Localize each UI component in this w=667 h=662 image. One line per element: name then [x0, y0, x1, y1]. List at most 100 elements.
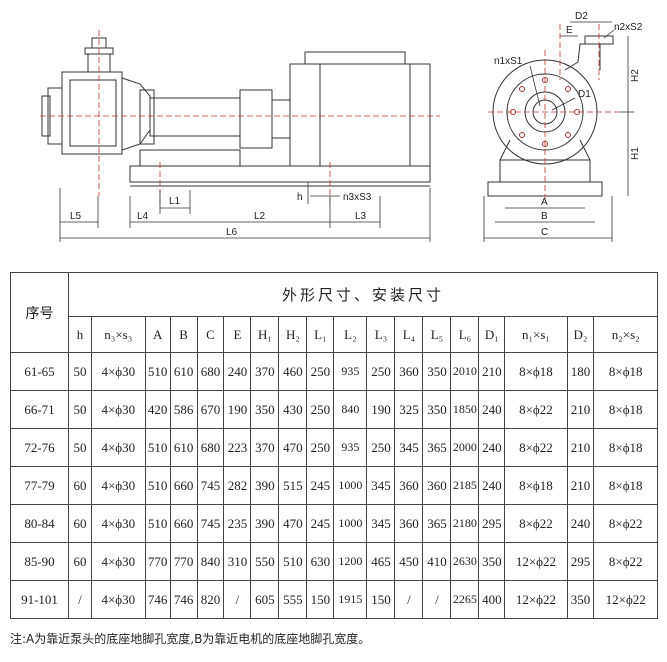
table-cell: / [394, 580, 424, 619]
table-cell: 400 [478, 580, 506, 619]
dim-h: h [297, 192, 303, 203]
table-cell: 610 [169, 428, 198, 467]
table-cell: 470 [278, 504, 308, 543]
table-cell: 350 [566, 580, 595, 619]
table-cell: 746 [144, 580, 171, 619]
dim-L4: L4 [137, 211, 149, 222]
table-cell: 1000 [333, 504, 368, 543]
table-cell: 210 [566, 428, 595, 467]
table-cell: 610 [169, 352, 198, 391]
table-cell: 250 [306, 428, 335, 467]
table-cell: 245 [306, 504, 335, 543]
table-cell: 8×ϕ22 [593, 542, 658, 581]
table-cell: 1915 [333, 580, 368, 619]
table-cell: 935 [333, 352, 368, 391]
table-cell: 510 [278, 542, 308, 581]
col-L6: L₆ [450, 316, 480, 353]
table-cell: 240 [478, 390, 506, 429]
table-cell: 210 [478, 352, 506, 391]
table-cell: 630 [306, 542, 335, 581]
group-header: 外形尺寸、安装尺寸 [68, 272, 658, 317]
table-cell: 605 [250, 580, 280, 619]
table-cell: 282 [223, 466, 252, 505]
side-view [41, 37, 431, 187]
col-H1: H₁ [250, 316, 280, 353]
table-cell: 470 [278, 428, 308, 467]
table-cell: 420 [144, 390, 171, 429]
table-cell: 670 [196, 390, 225, 429]
col-D2: D₂ [566, 316, 595, 353]
table-cell: 8×ϕ22 [504, 390, 568, 429]
table-cell: 365 [422, 504, 452, 543]
table-cell: 50 [68, 352, 92, 391]
table-cell: 250 [306, 352, 335, 391]
table-cell: 390 [250, 504, 280, 543]
table-cell: 4×ϕ30 [90, 428, 146, 467]
col-E: E [223, 316, 252, 353]
table-cell: 360 [394, 352, 424, 391]
table-cell: 510 [144, 428, 171, 467]
model-range-cell: 66-71 [9, 390, 70, 429]
table-cell: 345 [394, 428, 424, 467]
table-cell: 515 [278, 466, 308, 505]
table-cell: 50 [68, 390, 92, 429]
table-cell: 210 [566, 390, 595, 429]
dim-H1: H1 [630, 147, 641, 160]
table-cell: 190 [223, 390, 252, 429]
table-cell: 350 [422, 390, 452, 429]
col-n3s3: n₃×s₃ [90, 316, 146, 353]
table-cell: 2185 [450, 466, 480, 505]
table-cell: 510 [144, 352, 171, 391]
dim-D2: D2 [575, 11, 588, 22]
table-cell: 360 [394, 504, 424, 543]
table-cell: 12×ϕ22 [593, 580, 658, 619]
table-cell: 586 [169, 390, 198, 429]
table-cell: 12×ϕ22 [504, 580, 568, 619]
table-cell: 210 [566, 466, 595, 505]
table-cell: 660 [169, 504, 198, 543]
col-n2s2: n₂×s₂ [593, 316, 658, 353]
front-view-dimensions [483, 21, 634, 242]
table-cell: 365 [422, 428, 452, 467]
table-cell: 350 [478, 542, 506, 581]
table-cell: 223 [223, 428, 252, 467]
table-cell: 2000 [450, 428, 480, 467]
table-cell: 240 [478, 428, 506, 467]
table-cell: 460 [278, 352, 308, 391]
col-L3: L₃ [366, 316, 396, 353]
dim-L5: L5 [70, 211, 82, 222]
table-cell: 390 [250, 466, 280, 505]
table-cell: 8×ϕ18 [593, 428, 658, 467]
model-range-cell: 72-76 [9, 428, 70, 467]
table-cell: 450 [394, 542, 424, 581]
table-cell: 295 [566, 542, 595, 581]
dim-L2: L2 [254, 211, 266, 222]
table-cell: 1000 [333, 466, 368, 505]
table-cell: 840 [196, 542, 225, 581]
table-cell: 180 [566, 352, 595, 391]
table-cell: 8×ϕ18 [504, 466, 568, 505]
table-cell: 60 [68, 466, 92, 505]
model-range-cell: 80-84 [9, 504, 70, 543]
table-cell: 150 [366, 580, 396, 619]
table-cell: 680 [196, 352, 225, 391]
table-cell: 250 [366, 352, 396, 391]
table-cell: 4×ϕ30 [90, 542, 146, 581]
column-header-row: h n₃×s₃ A B C E H₁ H₂ L₁ L₂ L₃ L₄ L₅ L₆ … [11, 316, 658, 353]
col-H2: H₂ [278, 316, 308, 353]
dim-C: C [541, 227, 548, 238]
table-cell: 2265 [450, 580, 480, 619]
table-cell: 8×ϕ18 [593, 352, 658, 391]
table-cell: 1850 [450, 390, 480, 429]
table-cell: 8×ϕ22 [504, 428, 568, 467]
col-L1: L₁ [306, 316, 335, 353]
dim-L1: L1 [169, 196, 181, 207]
table-cell: 350 [250, 390, 280, 429]
table-cell: 430 [278, 390, 308, 429]
table-cell: 8×ϕ18 [593, 466, 658, 505]
table-cell: 370 [250, 428, 280, 467]
